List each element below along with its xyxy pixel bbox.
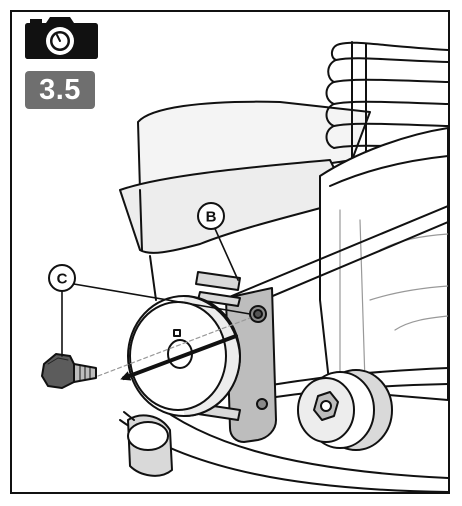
- lower-left-component: [123, 411, 173, 477]
- mower-deck: [119, 127, 448, 492]
- tension-pulley: [297, 369, 393, 451]
- callout-b-label: B: [206, 209, 217, 226]
- idler-pulley: [127, 295, 241, 417]
- engine-shroud: [119, 100, 371, 301]
- callout-leaders: [61, 221, 251, 357]
- callout-c-label: C: [57, 271, 68, 288]
- wire-grill: [325, 41, 448, 161]
- callout-c: C: [48, 264, 76, 292]
- camera-icon: [25, 17, 98, 59]
- removal-arrow: [97, 317, 251, 381]
- bolt: [41, 353, 97, 389]
- callout-b: B: [197, 202, 225, 230]
- step-number-badge: 3.5: [25, 71, 95, 109]
